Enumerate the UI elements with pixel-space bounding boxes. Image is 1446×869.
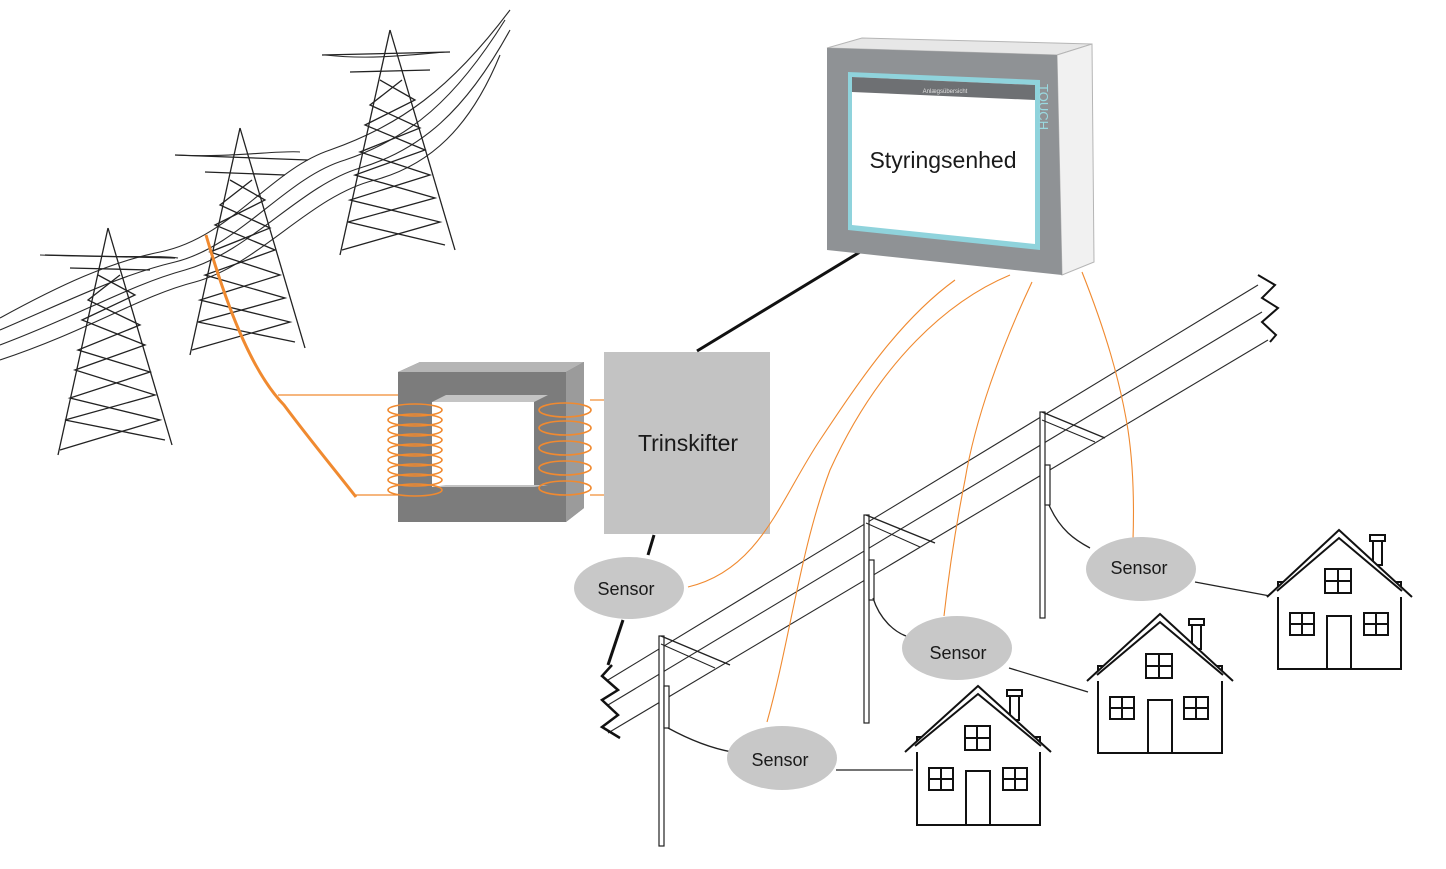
hmi-screen-title: Anlægsübersicht	[923, 89, 968, 95]
sensor-4-label: Sensor	[1110, 558, 1167, 578]
sensor-1-label: Sensor	[597, 579, 654, 599]
secondary-winding	[538, 402, 592, 496]
tap-changer-label: Trinskifter	[638, 430, 738, 456]
house-1	[904, 684, 1052, 826]
transmission-tower-1	[44, 227, 176, 456]
transmission-tower-3	[321, 29, 456, 256]
control-link	[606, 250, 861, 666]
distribution-line	[599, 274, 1280, 740]
sensor-2-label: Sensor	[751, 750, 808, 770]
sensor-2: Sensor	[727, 726, 837, 790]
house-3	[1266, 528, 1413, 670]
pole-1	[658, 635, 731, 847]
pole-2	[863, 514, 936, 724]
transformer	[387, 362, 604, 522]
service-drops	[667, 504, 1271, 771]
control-unit-label: Styringsenhed	[869, 147, 1016, 173]
control-unit-panel: Anlægsübersicht TOUCH Styringsenhed	[826, 37, 1095, 276]
sensor-4: Sensor	[1086, 537, 1196, 601]
primary-winding	[387, 403, 443, 497]
sensor-1: Sensor	[574, 557, 684, 619]
hv-feeder-cable	[204, 234, 400, 498]
house-2	[1086, 612, 1234, 754]
transmission-tower-2	[174, 127, 309, 356]
sensor-3-label: Sensor	[929, 643, 986, 663]
hmi-brand-text: TOUCH	[1036, 84, 1051, 130]
hv-transmission-wires	[0, 9, 511, 361]
sensor-3: Sensor	[902, 616, 1012, 680]
tap-changer: Trinskifter	[604, 352, 770, 534]
pole-3	[1039, 411, 1106, 619]
sensor-cables	[687, 271, 1135, 723]
